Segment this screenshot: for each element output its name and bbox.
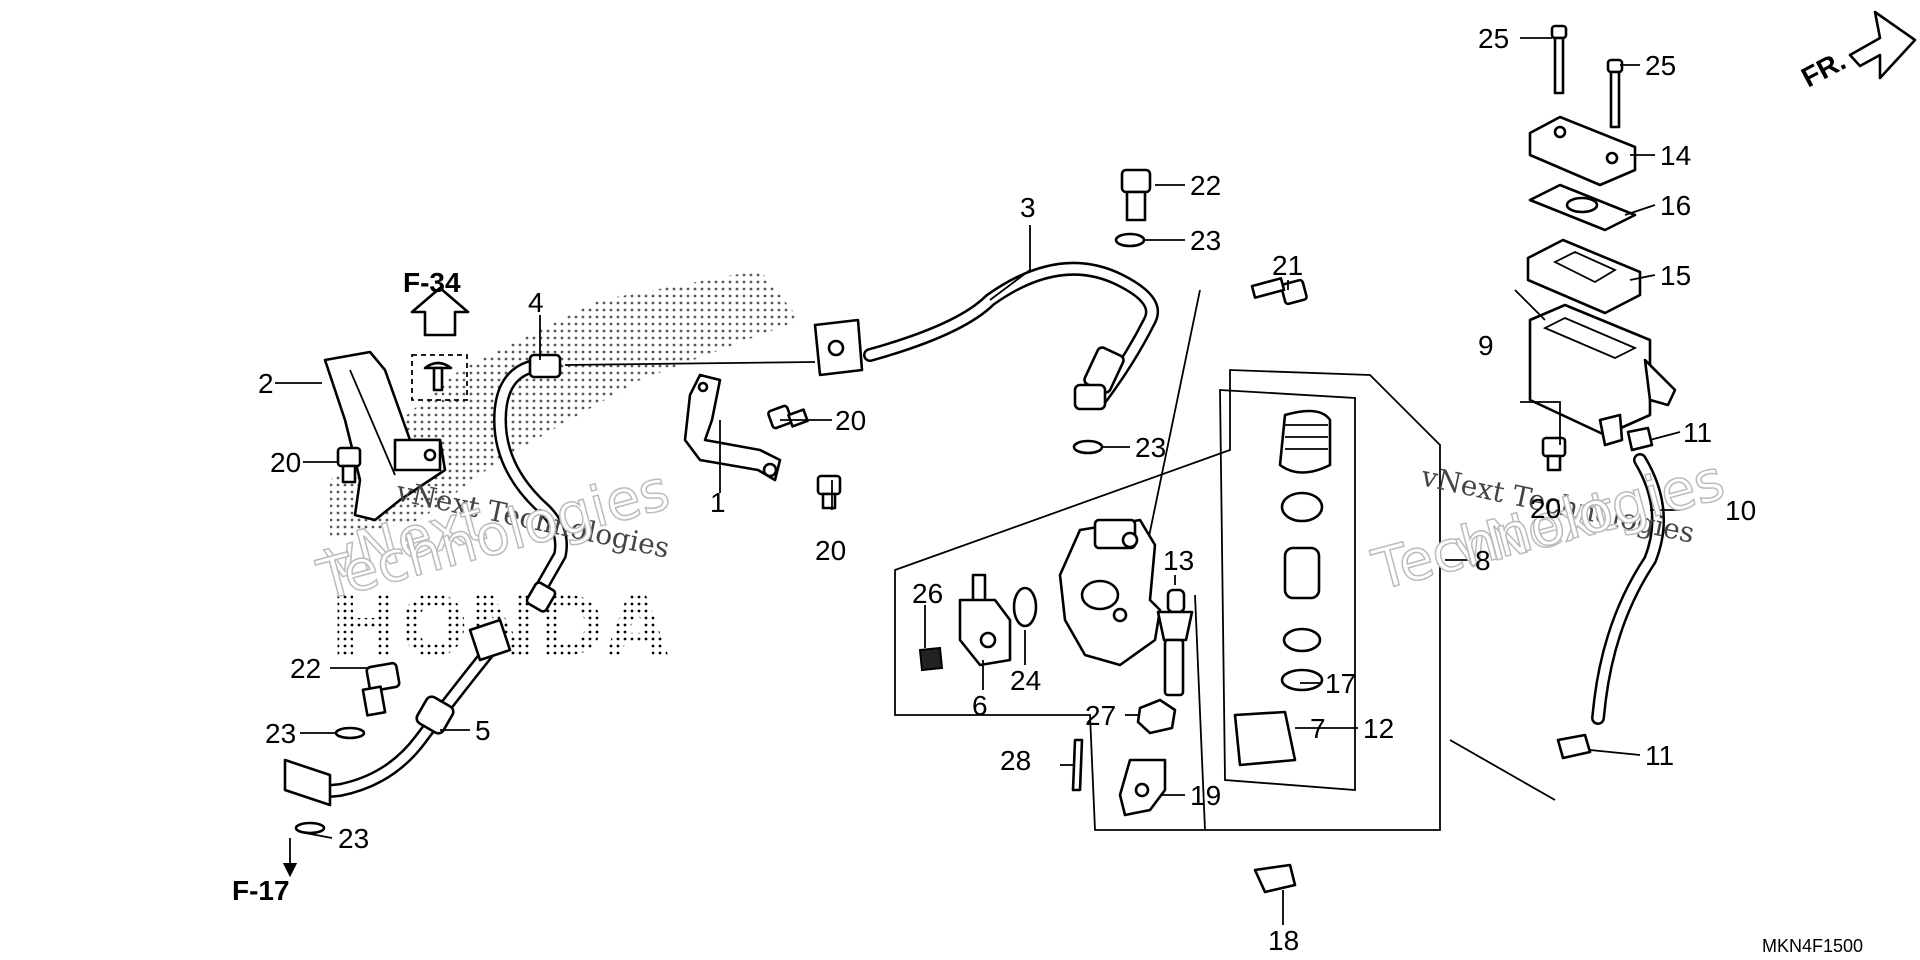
reference-f-34[interactable]: F-34 [403,267,461,298]
callout-15[interactable]: 15 [1660,260,1691,291]
callout-23-upper-b[interactable]: 23 [1135,432,1166,463]
callout-23-lower-a[interactable]: 23 [265,718,296,749]
part-20-bolt-a[interactable] [336,446,362,484]
part-11-hose-clip-lower[interactable] [1556,733,1592,760]
callout-20-a[interactable]: 20 [270,447,301,478]
part-27-nut[interactable] [1136,698,1177,735]
callout-22-lower[interactable]: 22 [290,653,321,684]
callout-24[interactable]: 24 [1010,665,1041,696]
part-6-hose-joint[interactable] [958,573,1012,667]
callout-11-upper[interactable]: 11 [1683,417,1712,448]
callout-leader-lines [275,37,1681,925]
part-23-sealing-washer-upper-a[interactable] [1114,232,1146,248]
part-2-hose-guide-bracket[interactable] [323,350,447,522]
callout-19[interactable]: 19 [1190,780,1221,811]
front-indicator-label: FR. [1796,45,1850,94]
part-9-fluid-reservoir[interactable] [1528,303,1677,447]
part-3-brake-hose-main[interactable] [813,261,1159,411]
callout-27[interactable]: 27 [1085,700,1116,731]
part-18-joint-pin[interactable] [1253,863,1297,894]
part-23-sealing-washer-lower-a[interactable] [334,726,366,740]
callout-25-b[interactable]: 25 [1645,50,1676,81]
part-25-screw-a[interactable] [1550,24,1568,95]
callout-13[interactable]: 13 [1163,545,1194,576]
callout-7[interactable]: 7 [1310,713,1326,744]
part-22-banjo-bolt-upper[interactable] [1120,168,1152,222]
callout-17[interactable]: 17 [1325,668,1356,699]
part-15-diaphragm[interactable] [1526,238,1642,315]
callout-22-upper[interactable]: 22 [1190,170,1221,201]
part-13-push-rod[interactable] [1156,588,1194,697]
part-21-bolt[interactable] [1250,277,1308,306]
callout-3[interactable]: 3 [1020,192,1036,223]
callout-14[interactable]: 14 [1660,140,1691,171]
callout-21[interactable]: 21 [1272,250,1303,281]
callout-1[interactable]: 1 [710,487,726,518]
part-28-cotter-pin[interactable] [1071,738,1084,792]
callout-4[interactable]: 4 [528,287,544,318]
part-11-hose-clip-upper[interactable] [1626,426,1654,452]
part-26-screw[interactable] [918,646,944,672]
part-14-reservoir-cap[interactable] [1528,115,1637,187]
master-cylinder-assembly-frame [894,289,1556,831]
part-16-diaphragm-plate[interactable] [1528,183,1637,232]
part-20-bolt-b[interactable] [767,404,809,430]
part-5-brake-hose-lower[interactable] [283,618,512,807]
callout-23-upper-a[interactable]: 23 [1190,225,1221,256]
part-4-brake-hose-upper[interactable] [493,353,568,613]
callout-20-c[interactable]: 20 [815,535,846,566]
callout-labels: 2 20 4 1 20 20 3 22 23 23 21 5 22 23 23 … [258,23,1756,956]
callout-8[interactable]: 8 [1475,545,1491,576]
part-12-piston-kit[interactable] [1233,409,1332,767]
callout-18[interactable]: 18 [1268,925,1299,956]
callout-11-lower[interactable]: 11 [1645,740,1674,771]
callout-9[interactable]: 9 [1478,330,1494,361]
master-cylinder-body[interactable] [1058,518,1162,667]
part-23-sealing-washer-upper-b[interactable] [1072,439,1104,455]
callout-20-d[interactable]: 20 [1530,493,1561,524]
callout-10[interactable]: 10 [1725,495,1756,526]
callout-16[interactable]: 16 [1660,190,1691,221]
reference-f-17[interactable]: F-17 [232,875,290,906]
part-20-bolt-c[interactable] [816,474,842,510]
part-1-hose-clamp-bracket[interactable] [683,373,782,482]
callout-26[interactable]: 26 [912,578,943,609]
f-34-up-arrow-icon [410,286,470,337]
part-24-o-ring[interactable] [1012,586,1038,628]
callout-20-b[interactable]: 20 [835,405,866,436]
callout-25-a[interactable]: 25 [1478,23,1509,54]
callout-5[interactable]: 5 [475,715,491,746]
part-22-banjo-bolt-lower[interactable] [361,661,401,717]
callout-23-lower-b[interactable]: 23 [338,823,369,854]
callout-2[interactable]: 2 [258,368,274,399]
callout-6[interactable]: 6 [972,690,988,721]
diagram-code: MKN4F1500 [1762,936,1863,956]
f-34-reference-screw [411,354,468,401]
part-20-bolt-d[interactable] [1541,436,1567,472]
front-direction-arrow-icon [1848,10,1917,80]
callout-12[interactable]: 12 [1363,713,1394,744]
part-10-reservoir-hose[interactable] [1591,453,1665,725]
part-25-screw-b[interactable] [1606,58,1624,129]
part-19-push-rod-joint[interactable] [1118,758,1167,817]
callout-28[interactable]: 28 [1000,745,1031,776]
